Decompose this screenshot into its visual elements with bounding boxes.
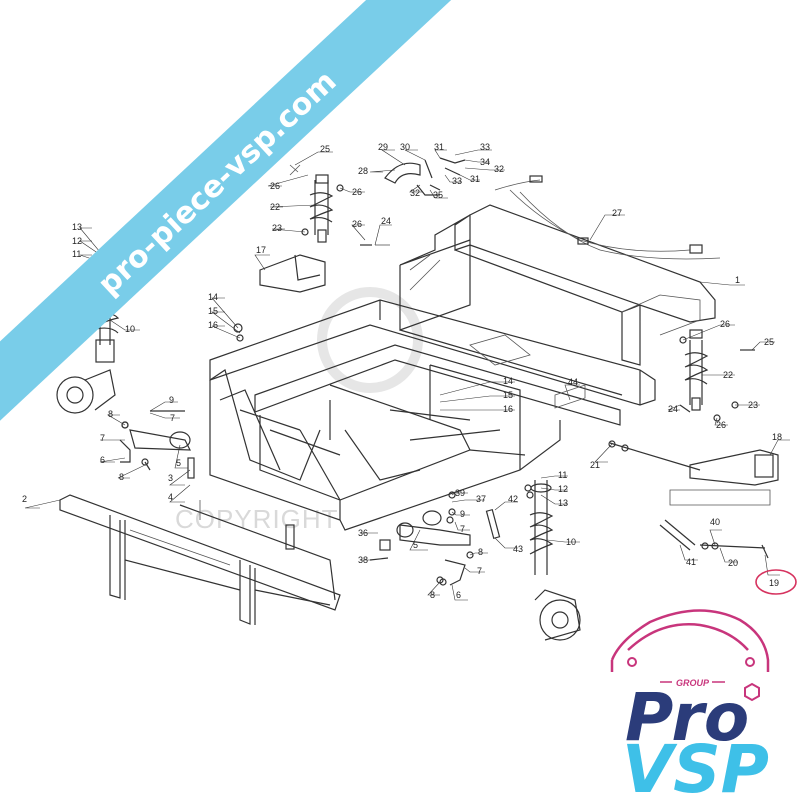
callout-41: 41	[686, 557, 696, 567]
callout-11-right: 11	[558, 470, 567, 480]
callout-26-a: 26	[270, 181, 280, 191]
callout-40: 40	[710, 517, 720, 527]
logo-vsp-text: VSP	[622, 731, 769, 800]
callout-37: 37	[476, 494, 486, 504]
callout-labels: 1 2 3 4 5 5 6 6 7 7 7 7 8 8 8	[22, 142, 797, 601]
callout-27: 27	[612, 208, 622, 218]
callout-22-right: 22	[723, 370, 733, 380]
callout-22-left: 22	[270, 202, 280, 212]
callout-23-left: 23	[272, 223, 282, 233]
logo-hex-icon	[744, 682, 760, 702]
callout-39: 39	[455, 488, 465, 498]
callout-8-c: 8	[478, 547, 483, 557]
callout-10-right: 10	[566, 537, 576, 547]
chassis-frame	[209, 204, 716, 531]
callout-8-d: 8	[430, 590, 435, 600]
logo-headlight-left	[627, 657, 637, 667]
callout-19-highlight-ring	[755, 569, 797, 595]
callout-23-right: 23	[748, 400, 758, 410]
callout-33-a: 33	[480, 142, 490, 152]
callout-24-top: 24	[381, 216, 391, 226]
fasteners	[121, 184, 755, 586]
copyright-text: COPYRIGHT	[175, 504, 339, 534]
callout-1: 1	[735, 275, 740, 285]
callout-18: 18	[772, 432, 782, 442]
callout-20: 20	[728, 558, 738, 568]
callout-33-b: 33	[452, 176, 462, 186]
callout-7-b: 7	[100, 433, 105, 443]
watermark-url: pro-piece-vsp.com	[91, 64, 343, 302]
callout-13-right: 13	[558, 498, 568, 508]
callout-16-right: 16	[503, 404, 513, 414]
callout-36: 36	[358, 528, 368, 538]
callout-24-right: 24	[668, 404, 678, 414]
right-front-shock	[529, 480, 581, 641]
brake-cable	[494, 175, 721, 260]
callout-9-a: 9	[169, 395, 174, 405]
callout-32-a: 32	[410, 188, 420, 198]
callout-21: 21	[590, 460, 600, 470]
callout-43: 43	[513, 544, 523, 554]
callout-5-left: 5	[176, 458, 181, 468]
tie-rod-assembly	[608, 440, 779, 486]
callout-42: 42	[508, 494, 518, 504]
copyright-watermark: COPYRIGHT	[175, 287, 423, 534]
callout-9-b: 9	[460, 509, 465, 519]
callout-6-left: 6	[100, 455, 105, 465]
callout-7-a: 7	[170, 413, 175, 423]
callout-19: 19	[769, 578, 779, 588]
callout-7-c: 7	[460, 524, 465, 534]
callout-16-left: 16	[208, 320, 218, 330]
right-lower-arm	[396, 508, 501, 586]
callout-12-left: 12	[72, 236, 82, 246]
callout-3: 3	[168, 473, 173, 483]
callout-15-left: 15	[208, 306, 218, 316]
provsp-logo: GROUP Pro VSP	[610, 609, 770, 800]
callout-4: 4	[168, 492, 173, 502]
watermark-banner-band	[0, 0, 502, 431]
callout-8-b: 8	[119, 472, 124, 482]
callout-13-left: 13	[72, 222, 82, 232]
callout-6-right: 6	[456, 590, 461, 600]
callout-28: 28	[358, 166, 368, 176]
logo-headlight-right	[745, 657, 755, 667]
callout-2: 2	[22, 494, 27, 504]
callout-26-d: 26	[720, 319, 730, 329]
callout-14-left: 14	[208, 292, 218, 302]
callout-5-right: 5	[413, 540, 418, 550]
right-rear-shock	[684, 329, 709, 411]
callout-38: 38	[358, 555, 368, 565]
upper-shock-assembly	[259, 164, 390, 293]
steering-rod	[659, 489, 771, 559]
logo-pro-text: Pro	[625, 679, 749, 756]
callout-30: 30	[400, 142, 410, 152]
callout-7-d: 7	[477, 566, 482, 576]
callout-8-a: 8	[108, 409, 113, 419]
callout-17: 17	[256, 245, 266, 255]
front-subframe	[59, 494, 341, 625]
callout-31-b: 31	[470, 174, 480, 184]
callout-26-b: 26	[352, 187, 362, 197]
pedal-assembly	[384, 157, 466, 196]
callout-25-top: 25	[320, 144, 330, 154]
callout-44: 44	[568, 377, 578, 387]
callout-11-left: 11	[72, 249, 81, 259]
callout-15-right: 15	[503, 390, 513, 400]
callout-26-c: 26	[352, 219, 362, 229]
callout-32-b: 32	[494, 164, 504, 174]
callout-10-left: 10	[125, 324, 135, 334]
logo-car-outline	[610, 609, 770, 672]
callout-14-right: 14	[503, 376, 513, 386]
callout-25-right: 25	[764, 337, 774, 347]
callout-34: 34	[480, 157, 490, 167]
callout-31-a: 31	[434, 142, 444, 152]
callout-35: 35	[433, 190, 443, 200]
callout-29: 29	[378, 142, 388, 152]
logo-group-text: GROUP	[676, 678, 710, 688]
callout-12-right: 12	[558, 484, 568, 494]
callout-26-e: 26	[716, 420, 726, 430]
